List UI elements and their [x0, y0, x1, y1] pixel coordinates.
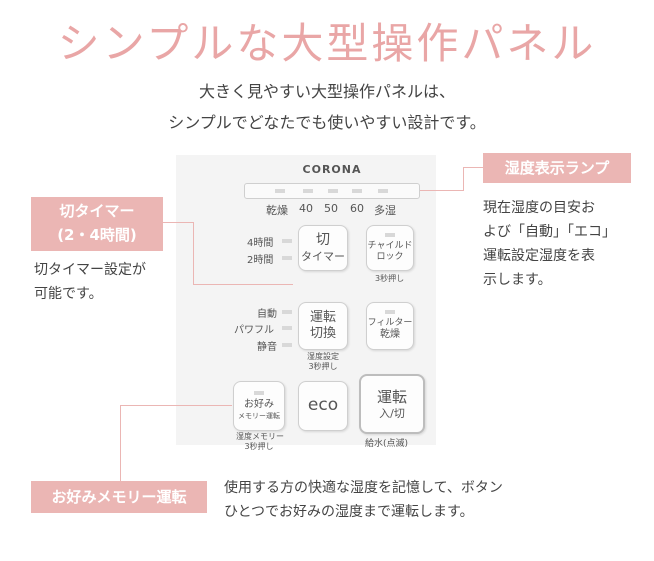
humidity-led: [328, 189, 338, 193]
humidity-led: [303, 189, 313, 193]
desc-line: よび「自動」「エコ」: [483, 224, 616, 240]
child-lock-label-1: チャイルド: [367, 240, 413, 251]
humidity-scale-label: 多湿: [374, 204, 396, 217]
desc-line: ひとつでお好みの湿度まで運転します。: [224, 504, 474, 520]
page-headline: シンプルな大型操作パネル: [57, 19, 597, 68]
humidity-lamp-callout-title: 湿度表示ランプ: [483, 153, 631, 183]
connector-line: [193, 222, 194, 285]
mode-note-line-2: 3秒押し: [308, 362, 338, 371]
lead-text-line-2: シンプルでどなたでも使いやすい設計です。: [168, 113, 486, 132]
child-lock-button[interactable]: チャイルド ロック: [366, 225, 414, 271]
desc-line: 切タイマー設定が: [34, 262, 146, 278]
mode-quiet-label: 静音: [257, 342, 277, 353]
power-label-1: 運転: [376, 387, 407, 406]
mode-note-line-1: 湿度設定: [307, 352, 339, 361]
humidity-scale-label: 50: [324, 202, 338, 215]
connector-line: [463, 167, 464, 191]
child-lock-note: 3秒押し: [375, 274, 405, 283]
humidity-led: [352, 189, 362, 193]
brand-logo: CORONA: [302, 163, 362, 176]
desc-line: 使用する方の快適な湿度を記憶して、ボタン: [224, 480, 503, 496]
humidity-indicator-bar: [244, 183, 420, 199]
mode-powerful-led: [282, 326, 292, 330]
filter-dry-label-1: フィルター: [367, 318, 413, 329]
desc-line: 示します。: [483, 272, 552, 288]
memory-description: 使用する方の快適な湿度を記憶して、ボタン ひとつでお好みの湿度まで運転します。: [224, 476, 604, 524]
humidity-scale-label: 乾燥: [266, 204, 288, 217]
timer-description: 切タイマー設定が 可能です。: [34, 258, 184, 306]
mode-note: 湿度設定 3秒押し: [304, 352, 342, 372]
memory-callout-title: お好みメモリー運転: [31, 481, 207, 513]
mode-switch-label-2: 切換: [309, 326, 336, 341]
timer-2h-label: 2時間: [247, 255, 274, 266]
lead-text-line-1: 大きく見やすい大型操作パネルは、: [198, 82, 455, 101]
memory-mode-label-1: お好み: [244, 399, 274, 411]
memory-note-line-2: 3秒押し: [244, 442, 274, 451]
mode-auto-label: 自動: [257, 309, 277, 320]
timer-callout-line-2: (2・4時間): [57, 226, 137, 244]
power-label-2: 入/切: [379, 406, 405, 420]
timer-4h-label: 4時間: [247, 238, 274, 249]
humidity-led: [378, 189, 388, 193]
timer-callout-title: 切タイマー (2・4時間): [31, 197, 163, 251]
child-lock-label-2: ロック: [376, 252, 404, 262]
mode-quiet-led: [282, 343, 292, 347]
timer-callout-line-1: 切タイマー: [59, 202, 135, 220]
eco-button[interactable]: eco: [298, 381, 348, 431]
mode-switch-label-1: 運転: [309, 309, 336, 325]
desc-line: 現在湿度の目安お: [483, 200, 595, 216]
mode-auto-led: [282, 310, 292, 314]
mode-switch-button[interactable]: 運転 切換: [298, 302, 348, 350]
mode-powerful-label: パワフル: [234, 325, 274, 336]
memory-mode-button[interactable]: お好み メモリー運転: [233, 381, 285, 431]
off-timer-label-1: 切: [316, 232, 330, 249]
humidity-scale-label: 40: [299, 202, 313, 215]
connector-line: [120, 405, 121, 481]
humidity-led: [275, 189, 285, 193]
eco-label: eco: [307, 395, 339, 416]
power-note: 給水(点滅): [365, 439, 409, 449]
memory-note-line-1: 湿度メモリー: [236, 432, 284, 441]
desc-line: 運転設定湿度を表: [483, 248, 595, 264]
connector-line: [420, 190, 464, 191]
child-lock-led: [385, 232, 395, 237]
off-timer-button[interactable]: 切 タイマー: [298, 225, 348, 271]
desc-line: 可能です。: [34, 286, 103, 302]
connector-line: [120, 405, 232, 406]
memory-mode-label-2: メモリー運転: [238, 411, 280, 420]
timer-2h-led: [282, 256, 292, 260]
off-timer-label-2: タイマー: [301, 249, 345, 263]
memory-note: 湿度メモリー 3秒押し: [236, 432, 284, 452]
timer-4h-led: [282, 239, 292, 243]
connector-line: [193, 284, 293, 285]
filter-dry-button[interactable]: フィルター 乾燥: [366, 302, 414, 350]
humidity-scale-label: 60: [350, 202, 364, 215]
filter-dry-led: [385, 310, 395, 315]
connector-line: [163, 222, 193, 223]
filter-dry-label-2: 乾燥: [380, 329, 400, 341]
memory-mode-led: [254, 391, 264, 396]
power-button[interactable]: 運転 入/切: [359, 374, 425, 434]
connector-line: [463, 167, 483, 168]
humidity-lamp-description: 現在湿度の目安お よび「自動」「エコ」 運転設定湿度を表 示します。: [483, 196, 643, 292]
